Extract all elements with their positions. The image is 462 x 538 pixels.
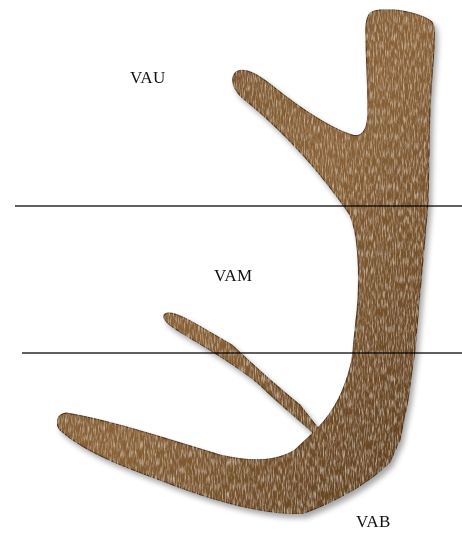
label-upper-region: VAU — [130, 68, 166, 88]
label-middle-region: VAM — [214, 266, 252, 286]
antler-shape — [57, 10, 434, 514]
label-base-region: VAB — [356, 512, 391, 532]
